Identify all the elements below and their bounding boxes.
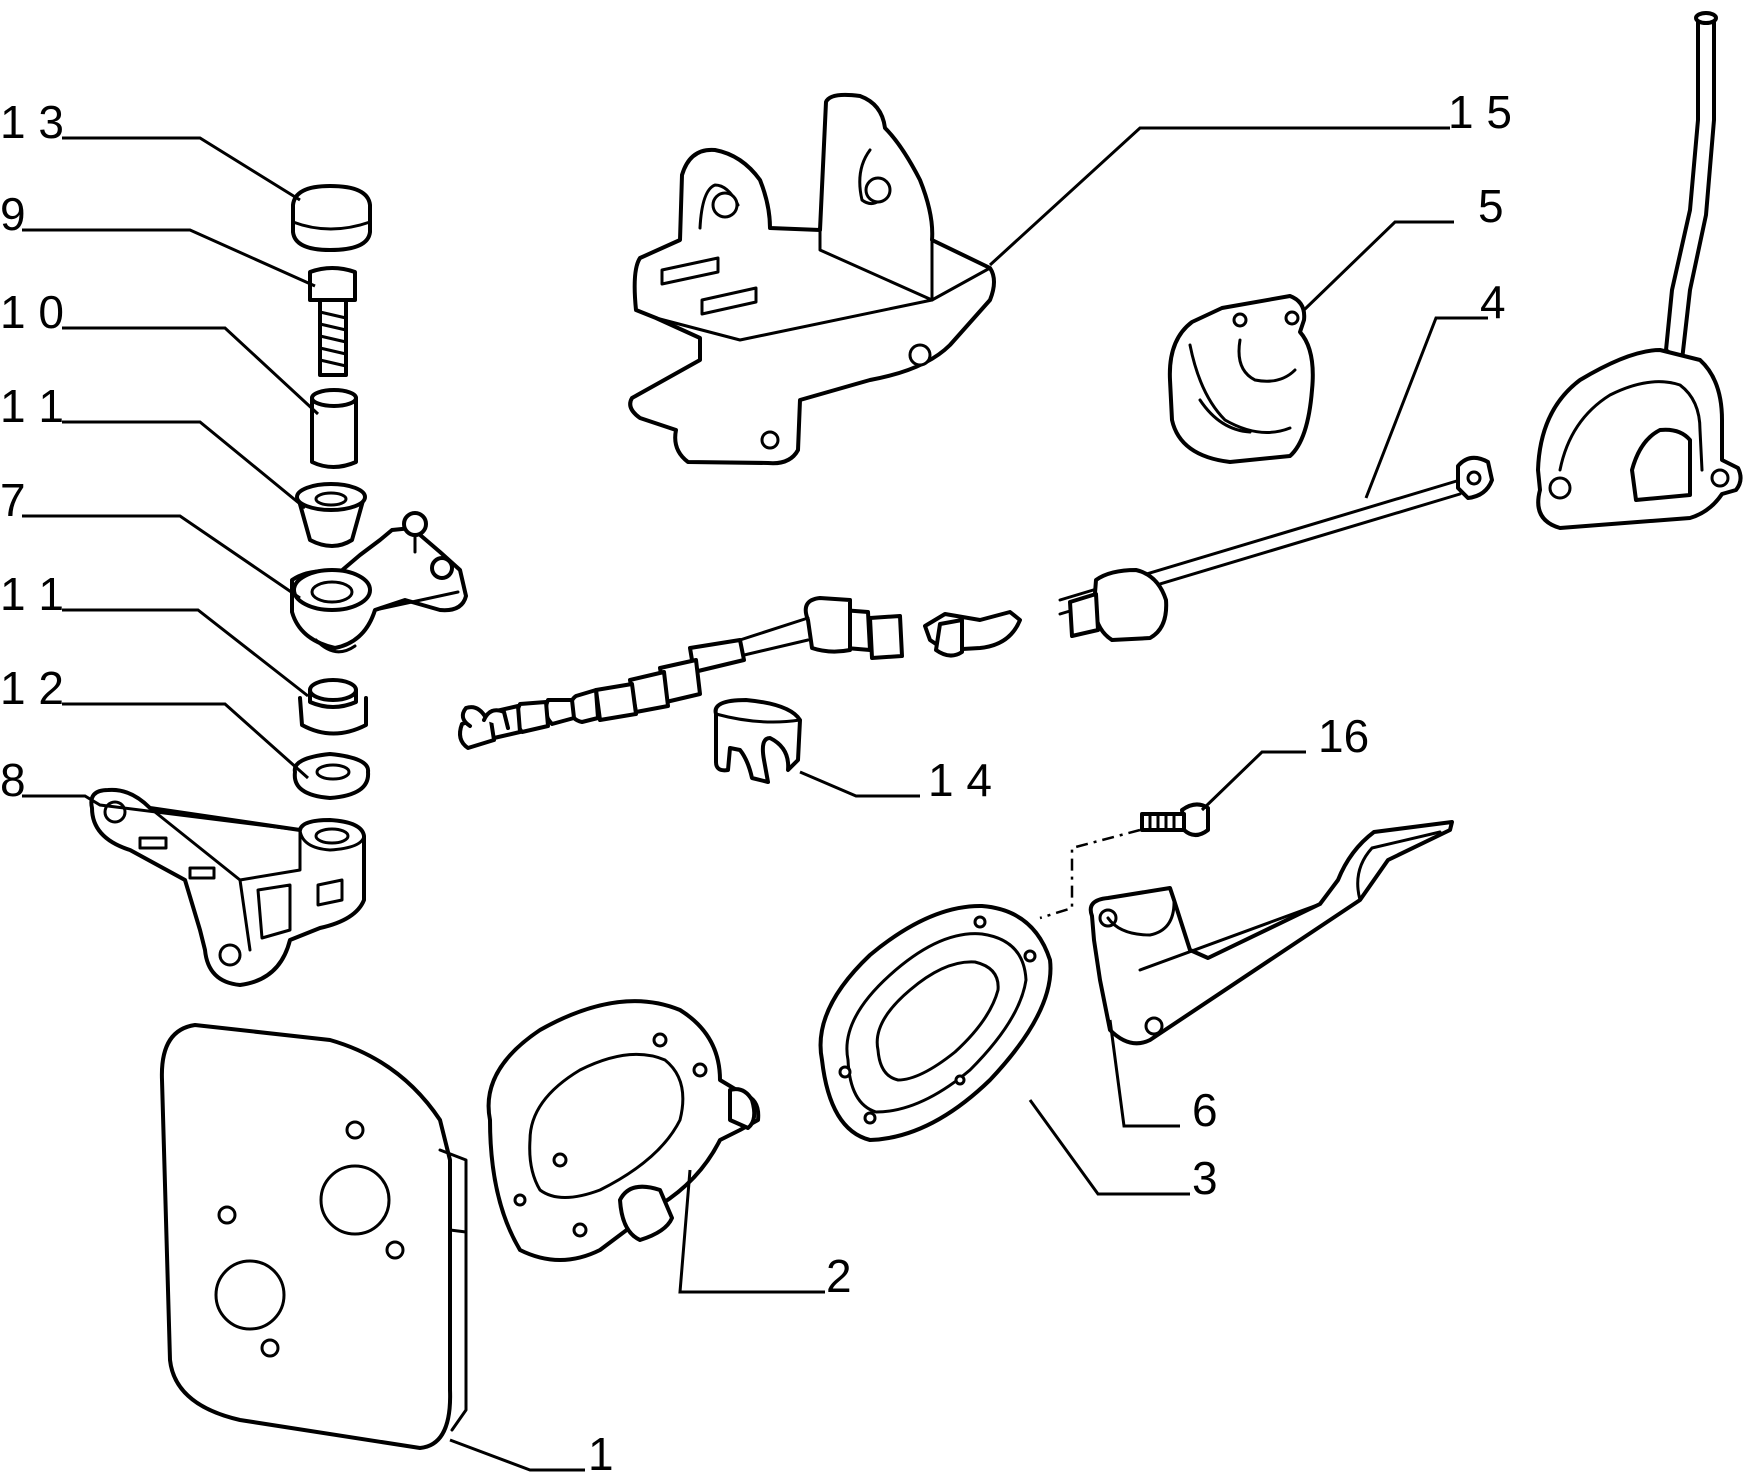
gear-lever-assembly <box>1536 11 1743 530</box>
part-11-bush-lower <box>298 678 368 736</box>
callout-6: 6 <box>1192 1084 1218 1136</box>
callout-8: 8 <box>0 754 26 806</box>
part-15-bracket <box>628 92 996 466</box>
callout-7: 7 <box>0 474 26 526</box>
part-13-cap <box>291 184 372 252</box>
callout-14: 1 4 <box>928 754 992 806</box>
part-1-cover <box>159 1023 468 1450</box>
leader-lines <box>22 126 1488 1472</box>
part-14-clip <box>713 698 802 784</box>
assembly-axis-line <box>1039 828 1141 920</box>
callout-1: 1 <box>588 1428 614 1476</box>
callout-9: 9 <box>0 188 26 240</box>
callout-11-upper: 1 1 <box>0 380 64 432</box>
callout-15: 1 5 <box>1448 86 1512 138</box>
callout-13: 1 3 <box>0 96 64 148</box>
callout-10: 1 0 <box>0 286 64 338</box>
part-6-plate <box>1088 820 1454 1046</box>
part-11-bush-upper <box>295 482 367 548</box>
part-16-screw <box>1140 802 1210 837</box>
callout-4: 4 <box>1480 276 1506 328</box>
part-8-bracket <box>89 787 366 987</box>
part-12-washer <box>292 752 371 800</box>
part-5-clip <box>1167 294 1315 464</box>
part-2-boot <box>486 999 761 1262</box>
callout-11-lower: 1 1 <box>0 568 64 620</box>
part-9-bolt <box>308 266 357 377</box>
part-3-gasket <box>818 903 1053 1142</box>
part-4-cable <box>458 455 1494 750</box>
callout-2: 2 <box>826 1250 852 1302</box>
callout-12: 1 2 <box>0 662 64 714</box>
callout-5: 5 <box>1478 180 1504 232</box>
callout-labels: 1 3 9 1 0 1 1 7 1 1 1 2 8 1 5 5 4 16 1 4… <box>0 86 1512 1476</box>
callout-3: 3 <box>1192 1152 1218 1204</box>
part-10-sleeve <box>310 388 358 469</box>
callout-16: 16 <box>1318 710 1369 762</box>
part-7-lever <box>290 511 468 654</box>
